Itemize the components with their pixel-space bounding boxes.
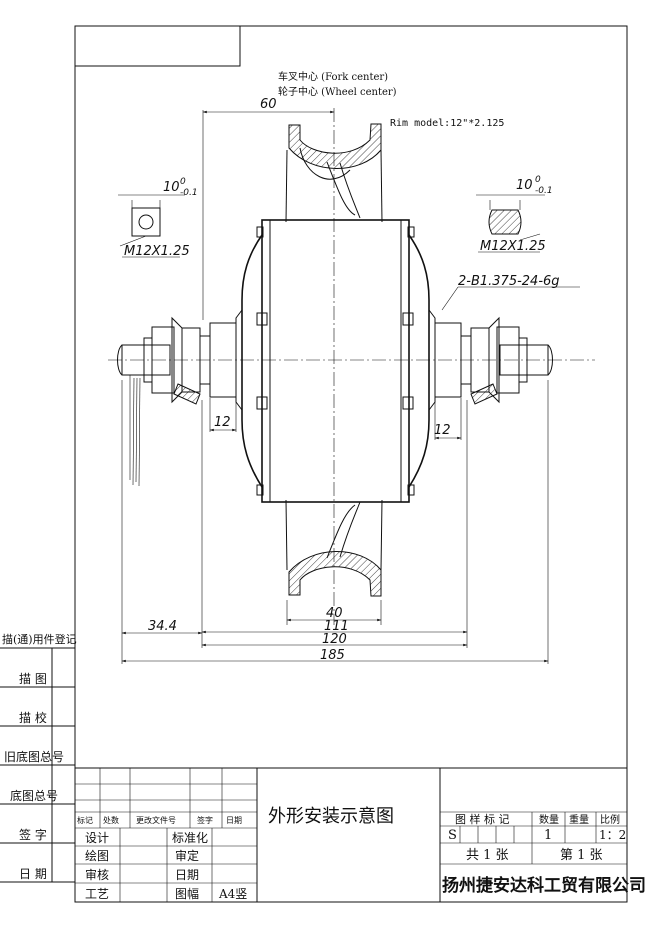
svg-text:共 1 张: 共 1 张 bbox=[466, 848, 509, 863]
side-label-register: 描(通)用件登记 bbox=[2, 632, 77, 646]
stage-mark: S bbox=[448, 828, 457, 843]
drawing-frame bbox=[74, 25, 628, 903]
svg-text:更改文件号: 更改文件号 bbox=[136, 815, 176, 825]
svg-text:图 样 标 记: 图 样 标 记 bbox=[455, 812, 510, 826]
svg-text:第 1 张: 第 1 张 bbox=[560, 848, 603, 863]
side-label-check: 描 校 bbox=[19, 710, 47, 725]
company-name: 扬州捷安达科工贸有限公司 bbox=[442, 875, 646, 896]
spline-label: 2-B1.375-24-6g bbox=[458, 274, 560, 289]
svg-text:日期: 日期 bbox=[226, 816, 242, 825]
svg-text:处数: 处数 bbox=[103, 815, 119, 825]
dim-111-text: 111 bbox=[324, 619, 349, 634]
side-register: 描(通)用件登记 描 图 描 校 旧底图总号 底图总号 签 字 日 期 bbox=[0, 632, 77, 883]
dim-185-text: 185 bbox=[320, 648, 345, 663]
svg-text:10: 10 bbox=[163, 180, 180, 195]
svg-text:0: 0 bbox=[535, 175, 541, 185]
svg-text:绘图: 绘图 bbox=[85, 848, 109, 863]
svg-text:10: 10 bbox=[516, 178, 533, 193]
svg-text:审核: 审核 bbox=[85, 867, 109, 882]
svg-text:-0.1: -0.1 bbox=[180, 188, 198, 198]
paper-size: A4竖 bbox=[218, 887, 247, 901]
qty-value: 1 bbox=[544, 828, 552, 843]
drawing-title: 外形安装示意图 bbox=[268, 806, 394, 827]
scale-value: 1：2 bbox=[599, 828, 626, 842]
side-label-date: 日 期 bbox=[19, 867, 47, 881]
svg-text:图幅: 图幅 bbox=[175, 886, 199, 901]
rim-model-label: Rim model:12"*2.125 bbox=[390, 118, 504, 129]
svg-text:重量: 重量 bbox=[569, 813, 589, 826]
side-label-sign: 签 字 bbox=[19, 827, 47, 842]
fork-center-label: 车叉中心 (Fork center) bbox=[278, 70, 388, 83]
side-label-base-no: 底图总号 bbox=[10, 788, 58, 803]
svg-text:12: 12 bbox=[434, 423, 451, 438]
dim-12-right: 12 bbox=[434, 398, 462, 440]
dim-stack-bottom: 34.4 40 111 120 185 bbox=[121, 380, 549, 664]
svg-text:签字: 签字 bbox=[197, 815, 213, 825]
title-block: 标记 处数 更改文件号 签字 日期 设计 绘图 审核 工艺 标准化 审定 日期 … bbox=[75, 767, 646, 902]
dim-34-text: 34.4 bbox=[148, 619, 177, 634]
rim-section-top bbox=[285, 123, 383, 223]
flat-detail-right: 10 0 -0.1 M12X1.25 bbox=[476, 175, 553, 254]
svg-text:数量: 数量 bbox=[539, 813, 559, 826]
svg-text:0: 0 bbox=[180, 177, 186, 187]
svg-text:60: 60 bbox=[260, 97, 277, 112]
flat-detail-left: 10 0 -0.1 M12X1.25 bbox=[118, 177, 198, 259]
hub-motor-body bbox=[235, 219, 436, 503]
svg-text:设计: 设计 bbox=[85, 831, 109, 845]
thread-label-left: M12X1.25 bbox=[124, 244, 190, 259]
dim-120-text: 120 bbox=[322, 632, 347, 647]
top-left-code-box bbox=[74, 25, 241, 67]
thread-label-right: M12X1.25 bbox=[480, 239, 546, 254]
svg-text:比例: 比例 bbox=[600, 813, 620, 826]
svg-text:标记: 标记 bbox=[77, 815, 93, 825]
dim-60: 60 bbox=[202, 97, 335, 320]
axle-right bbox=[434, 316, 553, 405]
svg-text:工艺: 工艺 bbox=[85, 887, 109, 901]
dim-40-text: 40 bbox=[326, 606, 343, 621]
dim-12-left: 12 bbox=[209, 398, 237, 432]
svg-text:12: 12 bbox=[214, 415, 231, 430]
rim-section-bottom bbox=[285, 499, 383, 597]
svg-text:-0.1: -0.1 bbox=[535, 186, 553, 196]
svg-text:日期: 日期 bbox=[175, 868, 199, 882]
side-label-old-no: 旧底图总号 bbox=[4, 749, 64, 764]
axle-left bbox=[117, 316, 237, 487]
side-label-trace: 描 图 bbox=[19, 672, 47, 686]
svg-text:审定: 审定 bbox=[175, 848, 199, 863]
wheel-center-label: 轮子中心 (Wheel center) bbox=[278, 85, 397, 98]
svg-text:标准化: 标准化 bbox=[172, 831, 208, 845]
